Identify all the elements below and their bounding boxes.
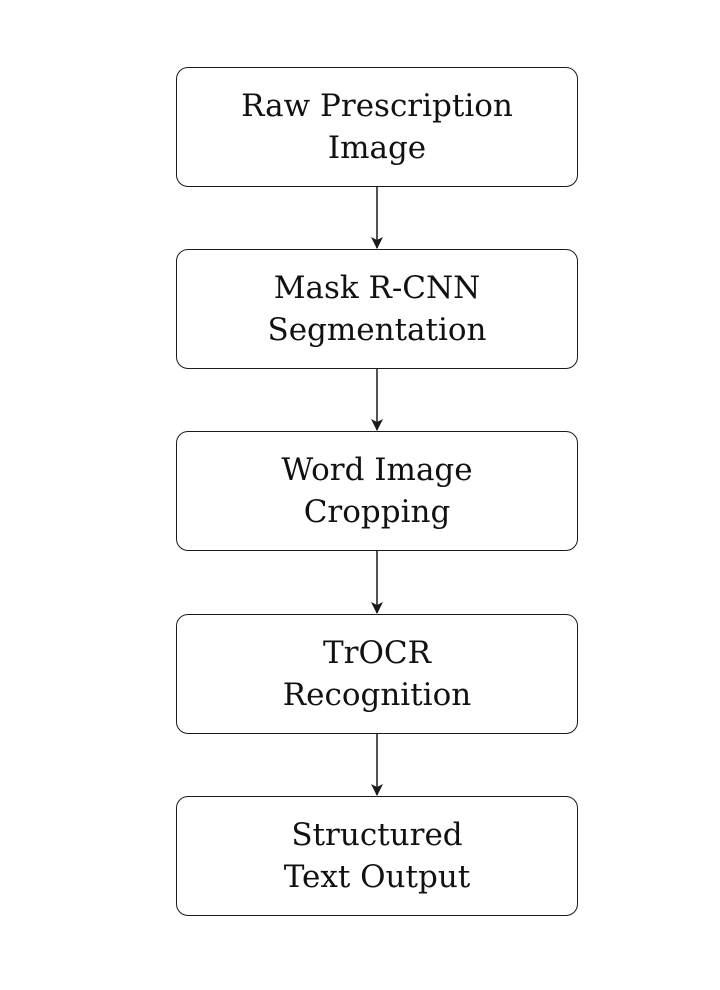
step-trocr-recognition: TrOCR Recognition (176, 614, 578, 734)
step-label-line: Text Output (283, 859, 471, 895)
step-label-line: Image (327, 130, 427, 166)
step-label-line: Structured (291, 817, 463, 853)
step-label-line: Mask R-CNN (273, 270, 481, 306)
step-mask-rcnn-segmentation: Mask R-CNN Segmentation (176, 249, 578, 369)
step-label-line: Word Image (281, 452, 473, 488)
step-structured-text-output: Structured Text Output (176, 796, 578, 916)
step-label-line: Raw Prescription (241, 88, 513, 124)
step-label-line: Cropping (303, 494, 451, 530)
step-label-line: Recognition (282, 677, 472, 713)
step-word-image-cropping: Word Image Cropping (176, 431, 578, 551)
step-label-line: TrOCR (323, 635, 431, 671)
step-raw-prescription-image: Raw Prescription Image (176, 67, 578, 187)
step-label-line: Segmentation (267, 312, 487, 348)
